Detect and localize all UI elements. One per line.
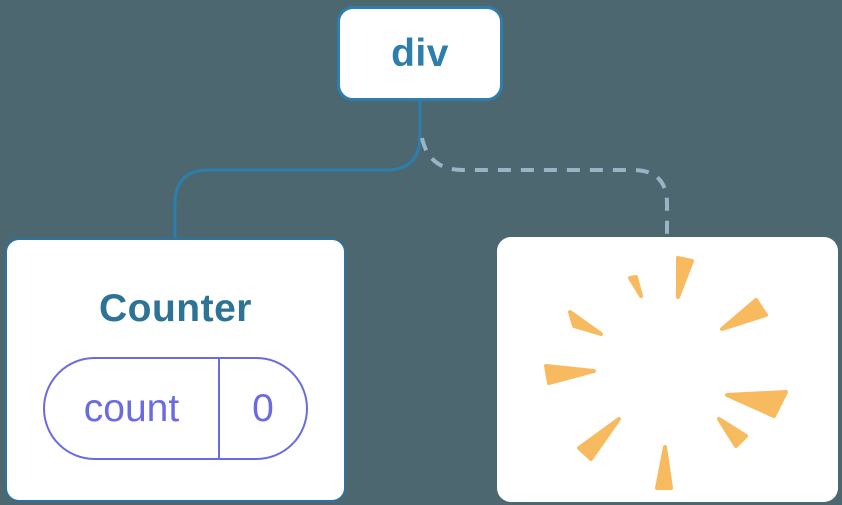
poof-ray	[577, 417, 621, 461]
poof-ray	[676, 256, 694, 299]
counter-card-title: Counter	[99, 287, 252, 330]
poof-ray	[628, 275, 643, 298]
state-pill-key: count	[45, 359, 220, 458]
poof-ray	[655, 445, 673, 490]
connector-solid-link	[173, 100, 422, 238]
poof-ray	[544, 364, 596, 385]
poof-ray	[720, 298, 768, 331]
poof-ray	[717, 417, 748, 448]
root-node-div: div	[337, 6, 503, 101]
state-pill: count 0	[43, 357, 308, 460]
poof-ray	[725, 390, 788, 418]
poof-card	[497, 237, 838, 502]
connector-dashed-link	[420, 137, 669, 236]
poof-ray	[568, 310, 603, 336]
poof-starburst-icon	[544, 256, 788, 490]
counter-card: Counter count 0	[5, 238, 346, 502]
state-pill-value: 0	[252, 387, 274, 430]
root-node-label: div	[391, 31, 449, 75]
